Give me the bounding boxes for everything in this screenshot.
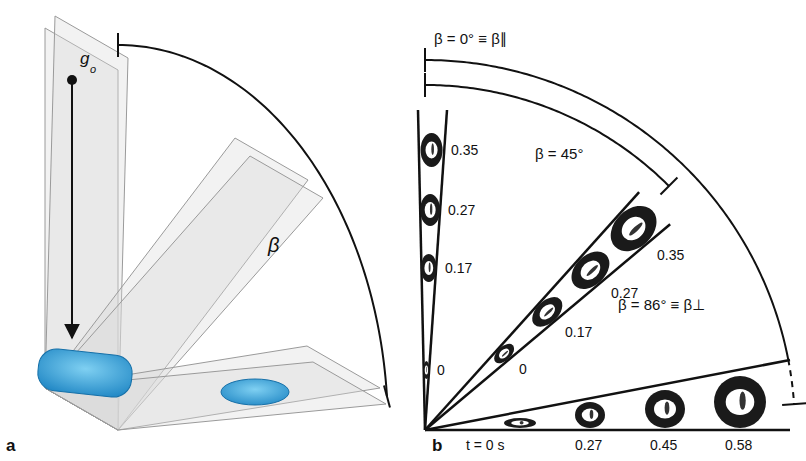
time-label: 0.58 [725, 436, 752, 454]
gravity-arrow [71, 80, 73, 338]
gravity-symbol: g [80, 50, 89, 68]
angle-label: β = 0° ≡ β∥ [434, 30, 507, 48]
droplet [421, 254, 437, 282]
time-label: 0.17 [565, 323, 592, 341]
bracket-tick [660, 178, 677, 195]
time-label: 0.27 [448, 201, 475, 219]
time-label: 0.27 [575, 436, 602, 454]
droplet [421, 133, 443, 167]
gravity-subscript: o [90, 60, 96, 78]
droplet [221, 379, 289, 405]
time-label: 0.35 [451, 141, 478, 159]
angle-symbol: β [268, 236, 279, 254]
angle-bracket [425, 60, 788, 359]
time-label: 0.27 [611, 284, 638, 302]
droplet [491, 340, 518, 367]
bracket-tick [424, 48, 426, 72]
time-label: 0.45 [650, 436, 677, 454]
droplet [645, 390, 685, 428]
bracket-tick [384, 385, 390, 407]
angle-brackets [425, 48, 806, 405]
droplet [602, 197, 666, 260]
droplet [527, 291, 568, 332]
time-label: 0.35 [657, 246, 684, 264]
bracket-tick [782, 403, 806, 405]
angle-bracket [788, 359, 794, 404]
wedge-plate [425, 360, 790, 430]
droplet [423, 361, 429, 379]
droplet [420, 194, 440, 226]
droplet [504, 418, 536, 428]
panel-letter: b [432, 437, 442, 455]
bracket-tick [117, 33, 119, 57]
wedge-plate [425, 429, 790, 432]
bracket-tick [424, 73, 426, 97]
liquid-bridge [36, 347, 134, 399]
droplet [575, 402, 605, 428]
angle-label: β = 45° [535, 145, 583, 163]
time-label: 0.17 [445, 259, 472, 277]
panel-letter: a [6, 437, 15, 455]
droplet [564, 244, 616, 296]
wedge-plate [425, 224, 670, 430]
droplet [714, 376, 766, 428]
wedges [418, 110, 790, 430]
time-label: 0 [437, 361, 445, 379]
angle-bracket [118, 45, 387, 396]
time-label: t = 0 s [466, 436, 505, 454]
angle-bracket [425, 85, 669, 186]
time-label: 0 [519, 360, 527, 378]
